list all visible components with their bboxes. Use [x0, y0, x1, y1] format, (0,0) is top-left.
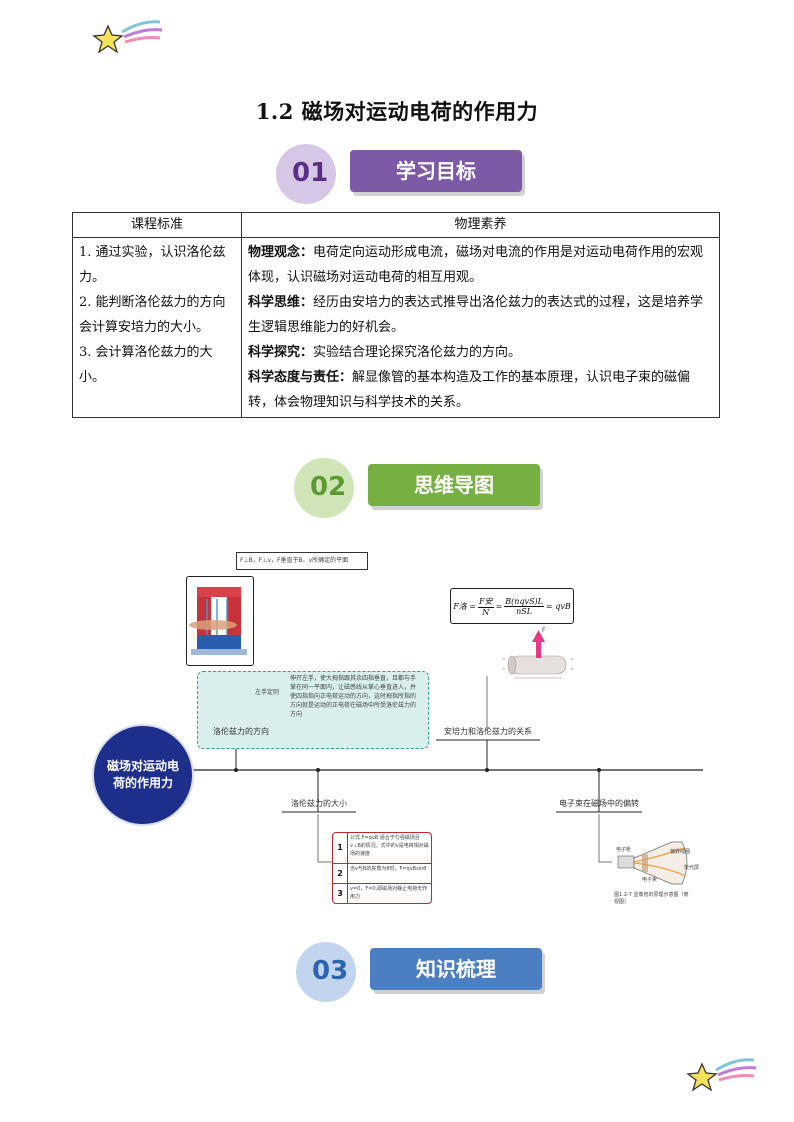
list-item: 1 公式 F=qvB 适合于匀强磁场且v⊥B的情况，式中的v是电荷相对磁场的速度: [333, 833, 431, 864]
list-item: 科学态度与责任：解显像管的基本构造及工作的基本原理，认识电子束的磁偏转，体会物理…: [248, 370, 691, 410]
goals-table: 课程标准 物理素养 1. 通过实验，认识洛伦兹力。 2. 能判断洛伦兹力的方向会…: [72, 212, 720, 418]
shooting-star-icon: [92, 20, 163, 54]
tube-label: 偏转线圈: [670, 849, 691, 855]
badge-circle: [276, 144, 336, 204]
badge-circle: [296, 942, 356, 1002]
table-header: 课程标准: [72, 212, 242, 238]
section-label: 思维导图: [368, 464, 540, 506]
force-label: F: [542, 627, 546, 634]
svg-text:×: ×: [502, 666, 505, 671]
left-hand-rule-label: 左手定则: [254, 689, 279, 696]
list-item: 物理观念：电荷定向运动形成电流，磁场对电流的作用是对运动电荷作用的宏观体现，认识…: [248, 245, 704, 285]
svg-text:×: ×: [570, 666, 573, 671]
badge-circle: [294, 458, 354, 518]
standards-cell: 1. 通过实验，认识洛伦兹力。 2. 能判断洛伦兹力的方向会计算安培力的大小。 …: [72, 237, 242, 418]
shooting-star-icon: [686, 1058, 757, 1092]
tube-label: 电子束: [642, 877, 658, 883]
left-hand-rule-box: [197, 671, 429, 749]
tube-label: 电子枪: [616, 847, 632, 853]
top-note-box: F⊥B，F⊥v，F垂直于B、v所确定的平面: [236, 552, 368, 570]
list-item: 1. 通过实验，认识洛伦兹力。: [79, 245, 226, 285]
section-number: 03: [312, 956, 349, 986]
formula-box: F洛 = F安 N = B(nqvS)L nSL = qvB: [450, 588, 574, 624]
magnitude-list: 1 公式 F=qvB 适合于匀强磁场且v⊥B的情况，式中的v是电荷相对磁场的速度…: [332, 832, 432, 904]
list-item: 3 v=0，F=0,即磁场对静止电荷无作用力: [333, 884, 431, 903]
branch-relation: 安培力和洛伦兹力的关系: [444, 727, 532, 736]
tube-label: 荧光屏: [684, 865, 700, 871]
magnet-experiment-image: [186, 576, 254, 666]
tube-caption: 图1.2-7 显像管的原理示意图（俯视图）: [614, 892, 689, 905]
list-item: 3. 会计算洛伦兹力的大小。: [79, 345, 213, 385]
mind-map-center: 磁场对运动电荷的作用力: [92, 724, 194, 826]
literacy-cell: 物理观念：电荷定向运动形成电流，磁场对电流的作用是对运动电荷作用的宏观体现，认识…: [241, 237, 720, 418]
list-item: 2. 能判断洛伦兹力的方向会计算安培力的大小。: [79, 295, 226, 335]
list-item: 科学思维：经历由安培力的表达式推导出洛伦兹力的表达式的过程，这是培养学生逻辑思维…: [248, 295, 704, 335]
table-header: 物理素养: [241, 212, 720, 238]
svg-text:×: ×: [502, 656, 505, 661]
picture-tube-image: 电子枪 偏转线圈 荧光屏 电子束: [612, 836, 708, 896]
section-badge-mindmap: 02 思维导图: [294, 458, 546, 518]
section-badge-knowledge: 03 知识梳理: [296, 942, 548, 1002]
page-title: 1.2 磁场对运动电荷的作用力: [255, 99, 539, 124]
section-number: 02: [310, 472, 347, 502]
section-label: 学习目标: [350, 150, 522, 192]
section-badge-goals: 01 学习目标: [276, 144, 528, 204]
branch-direction: 洛伦兹力的方向: [213, 727, 269, 736]
branch-magnitude: 洛伦兹力的大小: [291, 799, 347, 808]
branch-deflection: 电子束在磁场中的偏转: [559, 799, 639, 808]
left-hand-rule-text: 伸开左手，使大拇指跟其余四指垂直，且都与手掌在同一平面内，让磁感线从掌心垂直进入…: [290, 675, 417, 718]
svg-text:×: ×: [570, 656, 573, 661]
conductor-force-image: × × × × F: [498, 626, 578, 680]
list-item: 科学探究：实验结合理论探究洛伦兹力的方向。: [248, 345, 522, 360]
list-item: 2 当v与B的夹角为θ时，F=qvBsinθ: [333, 864, 431, 884]
section-number: 01: [292, 158, 329, 188]
section-label: 知识梳理: [370, 948, 542, 990]
